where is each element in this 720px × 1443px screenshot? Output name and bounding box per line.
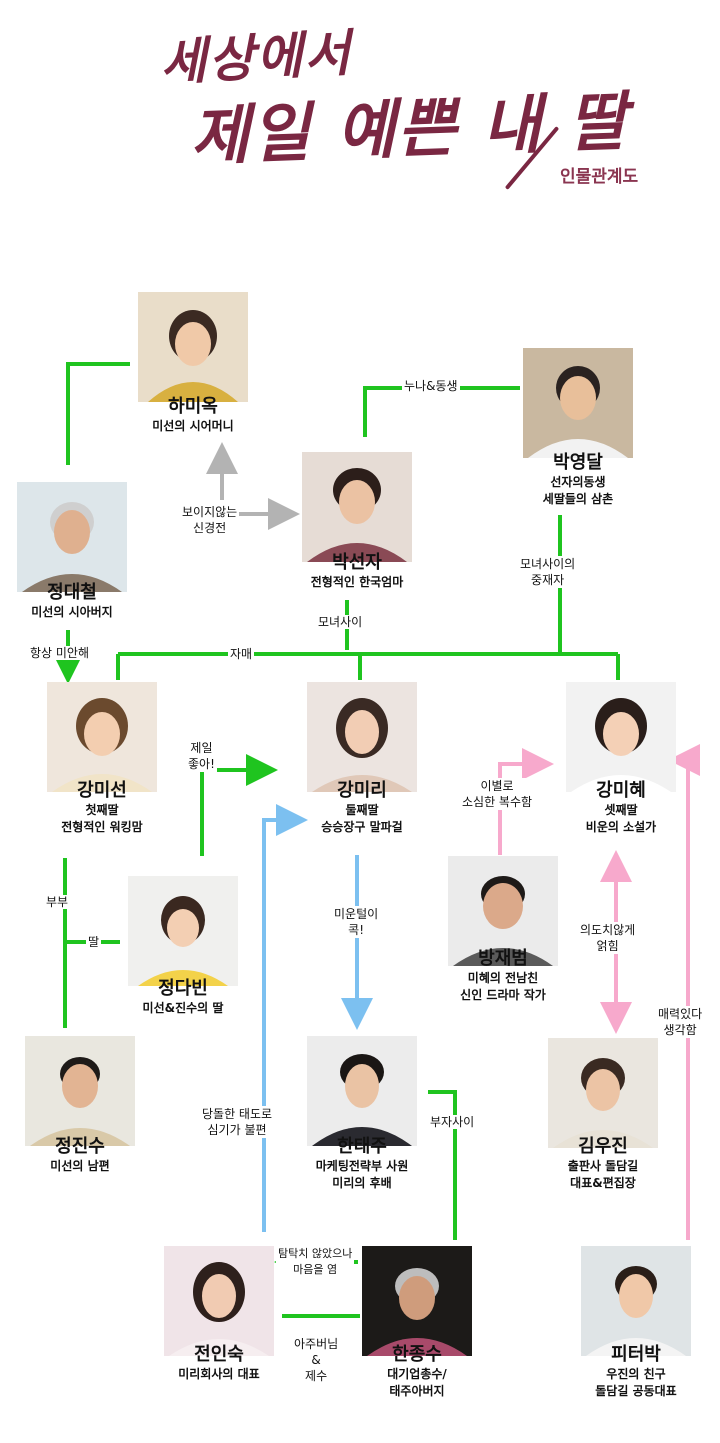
- label-bold-attitude: 당돌한 태도로 심기가 불편: [200, 1106, 275, 1138]
- jeoninsuk-desc: 미리회사의 대표: [178, 1367, 260, 1381]
- hantaeju-desc-2: 미리의 후배: [332, 1176, 392, 1190]
- label-couple: 부부: [44, 895, 71, 909]
- hanjongsu-portrait: [362, 1246, 472, 1356]
- parkyoungdal-desc-1: 선자의동생: [550, 475, 606, 489]
- hantaeju-portrait: [307, 1036, 417, 1146]
- parkyoungdal-name: 박영달: [553, 452, 603, 473]
- hamiok-portrait: [138, 292, 248, 402]
- hanjongsu-desc-1: 대기업총수/: [387, 1367, 447, 1381]
- bangjaebeom-desc-1: 미혜의 전남친: [467, 971, 539, 985]
- peterpark-name: 피터박: [611, 1344, 661, 1365]
- jungdabin-name: 정다빈: [158, 978, 208, 999]
- label-father-son: 부자사이: [428, 1115, 477, 1129]
- kangmihye-name: 강미혜: [596, 780, 646, 801]
- jungdaechul-name: 정대철: [47, 582, 97, 603]
- line-seonja-youngdal: [363, 386, 520, 437]
- label-mediator: 모녀사이의 중재자: [518, 556, 578, 588]
- label-in-law: 아주버님 & 제수: [292, 1336, 341, 1384]
- jungdaechul-desc: 미선의 시아버지: [31, 605, 113, 619]
- line-father-son: [428, 1090, 457, 1240]
- kimwoojin-node: 김우진 출판사 돌담길 대표&편집장: [528, 1136, 678, 1192]
- line-like-best: [200, 754, 278, 856]
- hamiok-desc: 미선의 시어머니: [152, 419, 234, 433]
- parkseonja-node: 박선자 전형적인 한국엄마: [282, 552, 432, 591]
- kangmiseon-name: 강미선: [77, 780, 127, 801]
- hantaeju-desc-1: 마케팅전략부 사원: [315, 1159, 409, 1173]
- kangmihye-desc-1: 셋째딸: [604, 803, 638, 817]
- kangmihye-desc-2: 비운의 소설가: [585, 820, 657, 834]
- peterpark-desc-1: 우진의 친구: [606, 1367, 666, 1381]
- jeoninsuk-name: 전인숙: [194, 1344, 244, 1365]
- label-sibling: 누나&동생: [402, 379, 460, 393]
- kangmiri-portrait: [307, 682, 417, 792]
- peterpark-desc-2: 돌담길 공동대표: [595, 1384, 677, 1398]
- kangmiri-desc-1: 둘째딸: [345, 803, 379, 817]
- hanjongsu-name: 한종수: [392, 1344, 442, 1365]
- label-attractive: 매력있다 생각함: [656, 1006, 705, 1038]
- parkyoungdal-portrait: [523, 348, 633, 458]
- jungjinsu-portrait: [25, 1036, 135, 1146]
- label-accidental: 의도치않게 얽힘: [578, 922, 638, 954]
- line-revenge: [498, 748, 554, 855]
- jungjinsu-node: 정진수 미선의 남편: [5, 1136, 155, 1175]
- kangmihye-node: 강미혜 셋째딸 비운의 소설가: [546, 780, 696, 836]
- line-bold-attitude: [262, 804, 308, 1232]
- peterpark-portrait: [581, 1246, 691, 1356]
- jungdaechul-portrait: [17, 482, 127, 592]
- jeoninsuk-portrait: [164, 1246, 274, 1356]
- kangmiri-name: 강미리: [337, 780, 387, 801]
- hantaeju-name: 한태주: [337, 1136, 387, 1157]
- kimwoojin-name: 김우진: [578, 1136, 628, 1157]
- parkseonja-portrait: [302, 452, 412, 562]
- hamiok-node: 하미옥 미선의 시어머니: [118, 396, 268, 435]
- title-subtitle: 인물관계도: [560, 167, 639, 187]
- parkseonja-desc: 전형적인 한국엄마: [310, 575, 404, 589]
- label-sisters: 자매: [228, 647, 255, 661]
- kangmiri-desc-2: 승승장구 말파걸: [321, 820, 403, 834]
- label-like-best: 제일 좋아!: [186, 740, 217, 772]
- label-dislike: 미운털이 콕!: [332, 906, 381, 938]
- label-lost-heart: 탐탁치 않았으나 마음을 염: [276, 1246, 355, 1278]
- bangjaebeom-node: 방재범 미혜의 전남친 신인 드라마 작가: [428, 948, 578, 1004]
- bangjaebeom-name: 방재범: [478, 948, 528, 969]
- line-daechul-miok: [66, 362, 130, 465]
- line-attractive: [668, 744, 700, 1240]
- title-area: 세상에서 제일 예쁜 내 딸 인물관계도: [0, 0, 720, 210]
- label-always-sorry: 항상 미안해: [28, 646, 92, 660]
- kangmiri-node: 강미리 둘째딸 승승장구 말파걸: [287, 780, 437, 836]
- kimwoojin-desc-1: 출판사 돌담길: [567, 1159, 639, 1173]
- kangmihye-portrait: [566, 682, 676, 792]
- kimwoojin-portrait: [548, 1038, 658, 1148]
- jungdaechul-node: 정대철 미선의 시아버지: [0, 582, 147, 621]
- label-revenge: 이별로 소심한 복수함: [460, 778, 535, 810]
- jungjinsu-desc: 미선의 남편: [50, 1159, 110, 1173]
- label-mother-daughter: 모녀사이: [316, 615, 365, 629]
- jeoninsuk-node: 전인숙 미리회사의 대표: [144, 1344, 294, 1383]
- hamiok-name: 하미옥: [168, 396, 218, 417]
- hanjongsu-node: 한종수 대기업총수/ 태주아버지: [342, 1344, 492, 1400]
- hanjongsu-desc-2: 태주아버지: [389, 1384, 445, 1398]
- bangjaebeom-desc-2: 신인 드라마 작가: [460, 988, 546, 1002]
- kimwoojin-desc-2: 대표&편집장: [570, 1176, 636, 1190]
- parkyoungdal-desc-2: 세딸들의 삼촌: [542, 492, 614, 506]
- label-invisible: 보이지않는 신경전: [180, 504, 240, 536]
- parkseonja-name: 박선자: [332, 552, 382, 573]
- peterpark-node: 피터박 우진의 친구 돌담길 공동대표: [561, 1344, 711, 1400]
- hantaeju-node: 한태주 마케팅전략부 사원 미리의 후배: [287, 1136, 437, 1192]
- bangjaebeom-portrait: [448, 856, 558, 966]
- jungdabin-desc: 미선&진수의 딸: [142, 1001, 224, 1015]
- kangmiseon-desc-2: 전형적인 워킹맘: [61, 820, 143, 834]
- jungdabin-node: 정다빈 미선&진수의 딸: [108, 978, 258, 1017]
- kangmiseon-desc-1: 첫째딸: [85, 803, 119, 817]
- label-daughter: 딸: [86, 935, 102, 949]
- jungjinsu-name: 정진수: [55, 1136, 105, 1157]
- jungdabin-portrait: [128, 876, 238, 986]
- kangmiseon-node: 강미선 첫째딸 전형적인 워킹맘: [27, 780, 177, 836]
- parkyoungdal-node: 박영달 선자의동생 세딸들의 삼촌: [503, 452, 653, 508]
- kangmiseon-portrait: [47, 682, 157, 792]
